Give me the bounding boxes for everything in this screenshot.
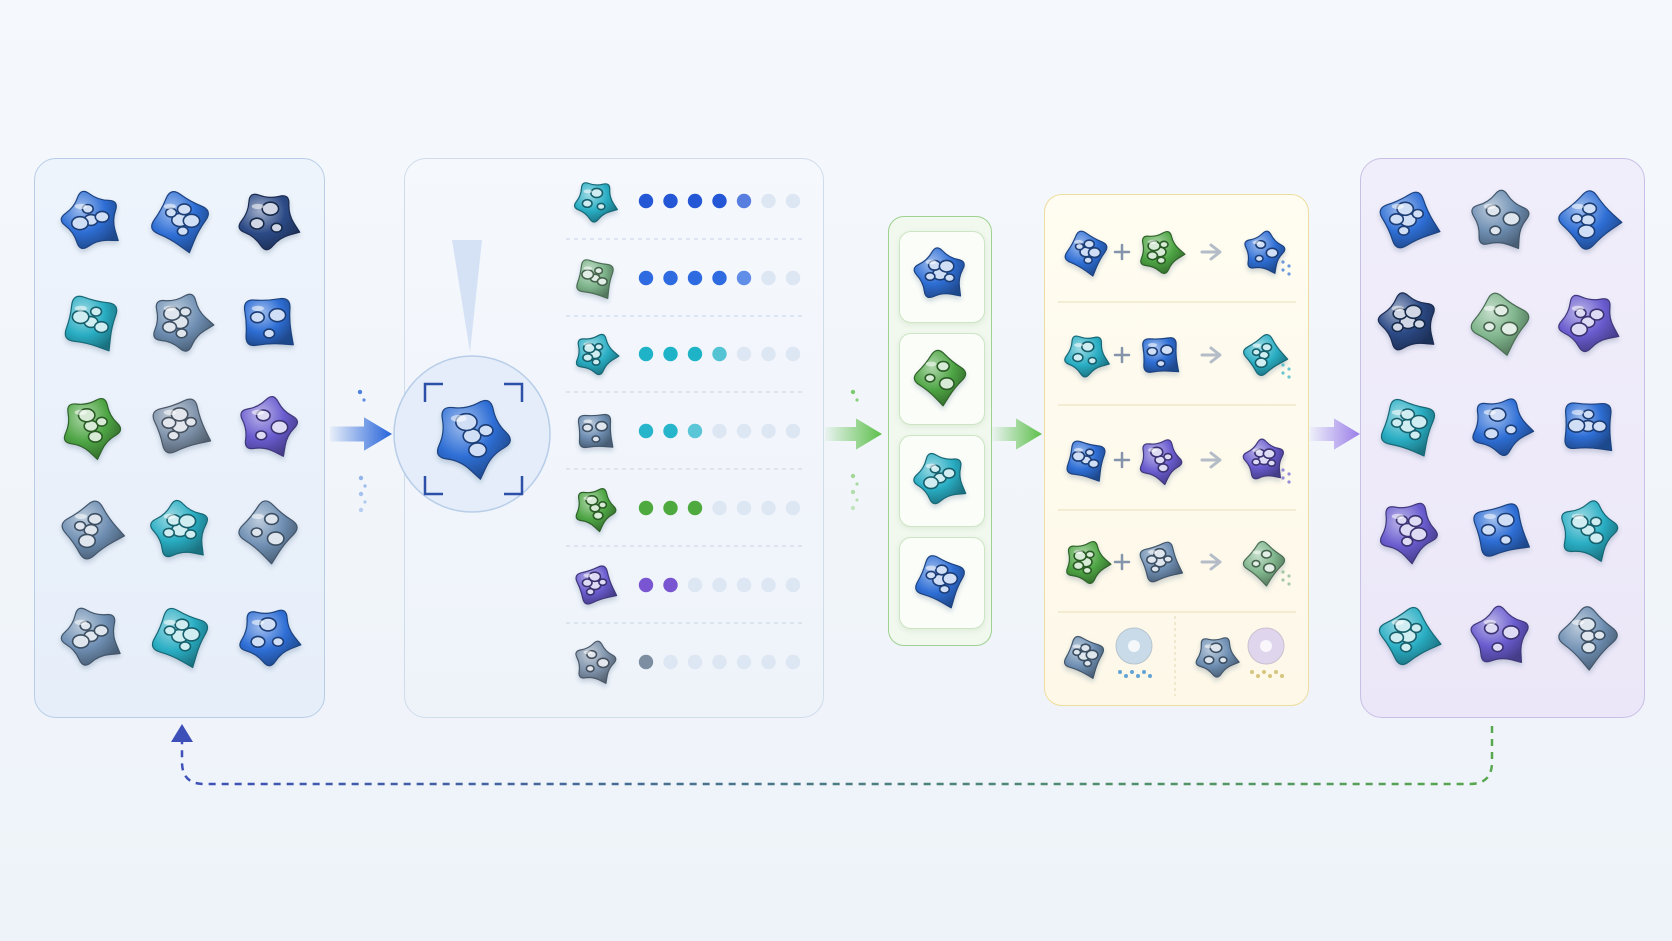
lattice-molecule-icon bbox=[576, 334, 618, 374]
lattice-molecule-icon bbox=[1381, 503, 1438, 563]
lattice-molecule-icon bbox=[577, 260, 613, 299]
lattice-molecule-icon bbox=[1473, 399, 1534, 456]
lattice-molecule-icon bbox=[244, 298, 293, 345]
lattice-molecule-icon bbox=[575, 183, 618, 222]
lattice-molecule-icon bbox=[1471, 606, 1528, 662]
plus-icon bbox=[1115, 348, 1129, 362]
lattice-molecule-icon bbox=[1565, 403, 1612, 451]
lattice-molecule-icon bbox=[1067, 441, 1105, 481]
lattice-molecule-icon bbox=[1380, 192, 1440, 248]
lattice-molecule-icon bbox=[1140, 542, 1182, 582]
lattice-molecule-icon bbox=[914, 248, 964, 298]
mutation-particle bbox=[1281, 268, 1284, 271]
lattice-molecule-icon bbox=[154, 294, 214, 351]
arrow-right-icon bbox=[1202, 245, 1220, 259]
fitness-score-dots bbox=[639, 578, 800, 592]
fitness-score-dots bbox=[639, 194, 800, 208]
plus-icon bbox=[1115, 245, 1129, 259]
lattice-molecule-icon bbox=[61, 608, 120, 665]
lattice-molecule-icon bbox=[576, 566, 617, 604]
lattice-molecule-icon bbox=[61, 191, 118, 248]
mutation-particle bbox=[1281, 371, 1284, 374]
lattice-molecule-icon bbox=[239, 501, 297, 564]
lattice-molecule-icon bbox=[1243, 439, 1283, 479]
lattice-molecule-icon bbox=[152, 608, 207, 667]
mutation-particle bbox=[1287, 367, 1290, 370]
fitness-score-dots bbox=[639, 271, 800, 285]
lattice-molecule-icon bbox=[1379, 607, 1441, 664]
lattice-molecule-icon bbox=[1141, 232, 1185, 274]
mutation-particle bbox=[1281, 476, 1284, 479]
mutation-particle bbox=[1287, 375, 1290, 378]
lattice-molecule-icon bbox=[1067, 542, 1111, 584]
mutation-particle bbox=[1287, 582, 1290, 585]
lattice-molecule-icon bbox=[1196, 638, 1239, 677]
lattice-molecule-icon bbox=[914, 350, 965, 405]
lattice-molecule-icon bbox=[914, 453, 966, 503]
mutation-particle bbox=[1281, 570, 1284, 573]
lattice-molecule-icon bbox=[1140, 440, 1181, 485]
lattice-molecule-icon bbox=[239, 194, 300, 250]
mutation-particle bbox=[1281, 260, 1284, 263]
lattice-molecule-icon bbox=[1559, 607, 1617, 670]
lattice-molecule-icon bbox=[1381, 399, 1434, 456]
plus-icon bbox=[1115, 453, 1129, 467]
lattice-molecule-icon bbox=[1065, 336, 1110, 377]
mutation-particle bbox=[1287, 472, 1290, 475]
mutation-bubble-icon bbox=[1248, 628, 1284, 678]
lattice-molecule-icon bbox=[1143, 338, 1179, 372]
lattice-molecule-icon bbox=[1472, 190, 1529, 248]
lattice-molecule-icon bbox=[153, 399, 210, 453]
mutation-particle bbox=[1281, 363, 1284, 366]
lattice-molecule-icon bbox=[576, 489, 616, 532]
mutation-particle bbox=[1287, 480, 1290, 483]
plus-icon bbox=[1115, 555, 1129, 569]
mutation-particle bbox=[1281, 468, 1284, 471]
lattice-molecule-icon bbox=[1244, 335, 1288, 376]
lattice-molecule-icon bbox=[1065, 637, 1104, 679]
lattice-molecule-icon bbox=[1474, 504, 1530, 556]
lattice-molecule-icon bbox=[1065, 231, 1107, 276]
lattice-molecule-icon bbox=[1245, 231, 1285, 273]
lattice-molecule-icon bbox=[1243, 541, 1284, 585]
mutation-particle bbox=[1287, 264, 1290, 267]
arrow-right-icon bbox=[1202, 348, 1220, 362]
fitness-score-dots bbox=[639, 655, 800, 669]
fitness-score-dots bbox=[639, 501, 800, 515]
lattice-molecule-icon bbox=[152, 192, 209, 253]
lattice-molecule-icon bbox=[1471, 293, 1529, 355]
lattice-molecule-icon bbox=[1559, 295, 1619, 351]
lattice-molecule-icon bbox=[1559, 191, 1622, 249]
lattice-molecule-icon bbox=[1378, 293, 1434, 350]
lattice-molecule-icon bbox=[151, 500, 208, 556]
lattice-molecule-icon bbox=[916, 556, 965, 608]
arrow-right-icon bbox=[1202, 453, 1220, 467]
fitness-score-dots bbox=[639, 424, 800, 438]
lattice-molecule-icon bbox=[241, 397, 298, 457]
mutation-particle bbox=[1287, 272, 1290, 275]
lattice-molecule-icon bbox=[64, 399, 120, 460]
mutation-bubble-icon bbox=[1116, 628, 1152, 678]
lattice-molecule-icon bbox=[578, 414, 612, 447]
arrow-right-icon bbox=[1202, 555, 1220, 569]
lattice-molecule-icon bbox=[576, 641, 616, 683]
fitness-score-dots bbox=[639, 347, 800, 361]
mutation-particle bbox=[1287, 574, 1290, 577]
lattice-molecule-icon bbox=[65, 296, 116, 351]
lattice-molecule-icon bbox=[62, 501, 124, 559]
mutation-particle bbox=[1281, 578, 1284, 581]
lattice-molecule-icon bbox=[240, 610, 301, 666]
lattice-molecule-icon bbox=[1562, 501, 1618, 561]
